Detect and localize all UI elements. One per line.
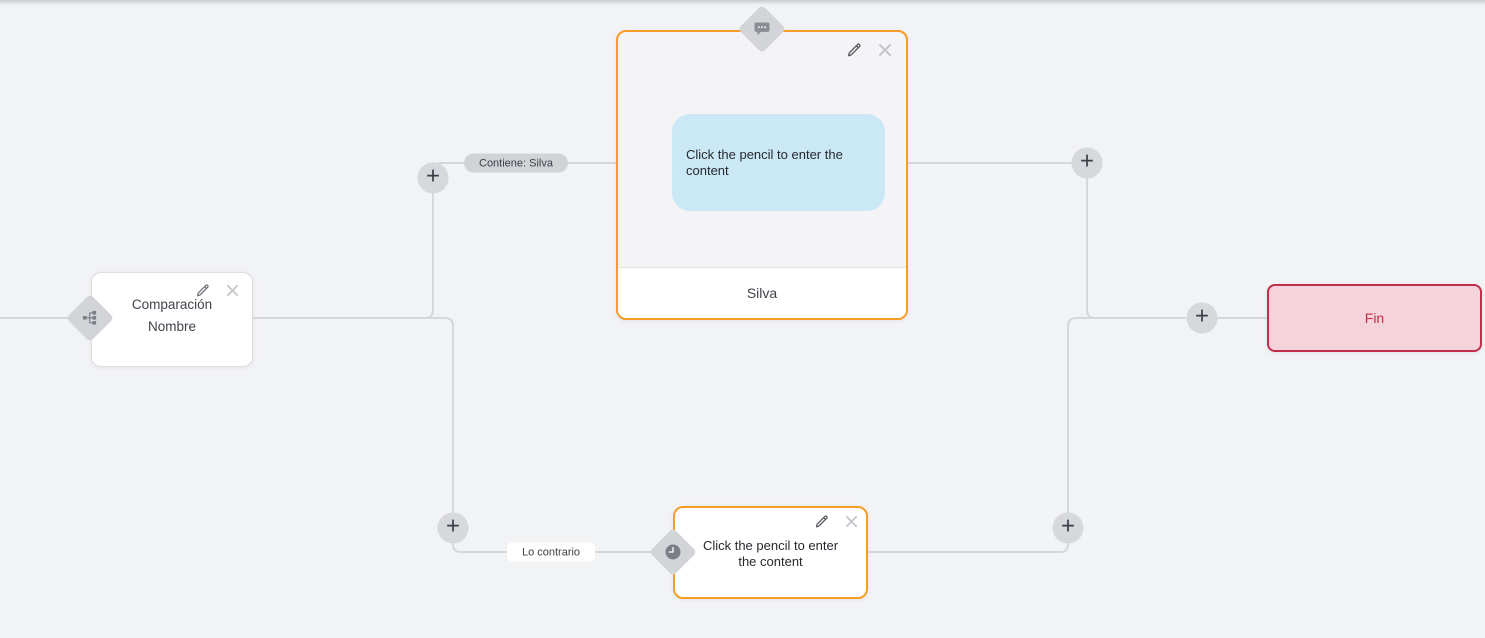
add-node-button-branch-false[interactable]: + <box>437 512 469 544</box>
message-node[interactable]: Click the pencil to enter the content Si… <box>616 30 908 320</box>
comparison-node-actions <box>195 283 239 298</box>
message-node-actions <box>846 42 892 58</box>
message-placeholder-text: Click the pencil to enter the content <box>686 146 843 178</box>
edge-label-condition-true[interactable]: Contiene: Silva <box>464 153 568 173</box>
close-icon[interactable] <box>878 43 892 57</box>
message-bubble: Click the pencil to enter the content <box>672 114 885 211</box>
edit-pencil-icon[interactable] <box>846 42 862 58</box>
clock-icon <box>664 543 682 561</box>
edit-pencil-icon[interactable] <box>814 514 829 529</box>
split-branch-icon <box>83 311 98 326</box>
edge-branch-false <box>252 317 653 553</box>
add-node-button-before-end[interactable]: + <box>1186 302 1218 334</box>
add-node-button-after-wait[interactable]: + <box>1052 512 1084 544</box>
comparison-node[interactable]: Comparación Nombre <box>91 272 253 367</box>
end-node-label: Fin <box>1364 310 1385 326</box>
wait-placeholder-text: Click the pencil to enter the content <box>702 538 839 570</box>
edge-label-condition-false[interactable]: Lo contrario <box>506 542 596 562</box>
end-node[interactable]: Fin <box>1267 284 1482 352</box>
add-node-button-after-message[interactable]: + <box>1071 147 1103 179</box>
close-icon[interactable] <box>226 284 239 297</box>
comparison-node-title: Comparación <box>131 297 213 312</box>
edge-wait-to-end <box>866 317 1269 553</box>
chat-bubble-icon <box>754 22 771 37</box>
add-node-button-branch-true[interactable]: + <box>417 162 449 194</box>
wait-node-actions <box>814 514 858 529</box>
close-icon[interactable] <box>845 515 858 528</box>
quick-reply-footer[interactable]: Silva <box>618 267 906 318</box>
comparison-node-subtitle: Nombre <box>147 319 196 334</box>
edge-message-to-end <box>906 162 1269 319</box>
edit-pencil-icon[interactable] <box>195 283 210 298</box>
wait-node[interactable]: Click the pencil to enter the content <box>673 506 868 599</box>
quick-reply-label: Silva <box>746 285 778 301</box>
